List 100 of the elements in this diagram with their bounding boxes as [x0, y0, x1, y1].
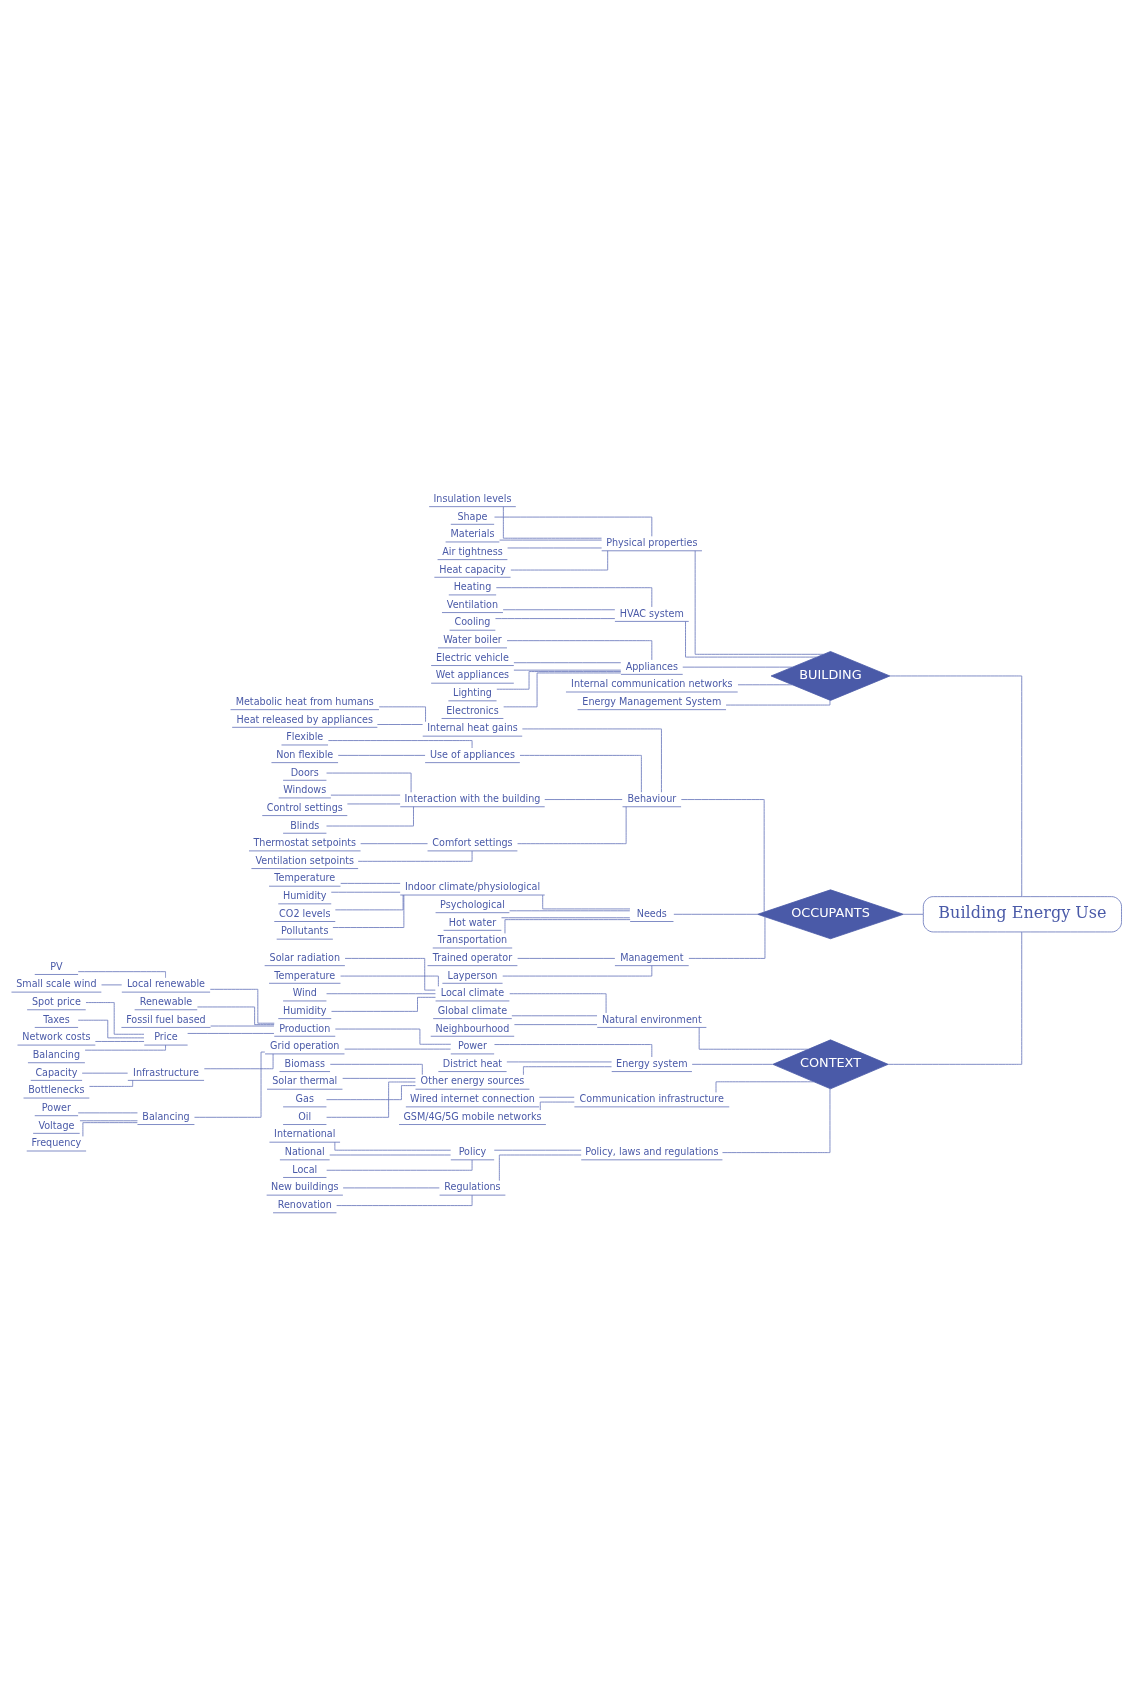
node-text: District heat — [442, 1057, 503, 1069]
connector — [328, 740, 473, 749]
connector — [344, 958, 436, 991]
node-text: Heat released by appliances — [236, 713, 374, 725]
connector — [511, 1015, 598, 1017]
node-text: Control settings — [266, 801, 343, 813]
connector — [342, 1187, 440, 1189]
node-text: Production — [279, 1022, 331, 1034]
connector — [498, 1154, 582, 1181]
node-text: Materials — [450, 528, 495, 540]
node-text: Use of appliances — [430, 748, 515, 760]
node-text: Energy Management System — [582, 695, 722, 707]
connector — [332, 894, 405, 928]
node-text: Transportation — [437, 934, 508, 946]
node-text: Communication infrastructure — [579, 1093, 725, 1105]
node-text: Infrastructure — [133, 1066, 199, 1078]
connector — [510, 550, 609, 571]
node-text: HVAC system — [619, 607, 684, 619]
node-text: Fossil fuel based — [126, 1013, 206, 1025]
node-text: Capacity — [35, 1066, 78, 1078]
connector — [330, 794, 401, 796]
connector — [673, 913, 758, 915]
node-text: Wired internet connection — [410, 1093, 535, 1105]
node-text: Voltage — [38, 1119, 75, 1131]
connector — [334, 1141, 452, 1151]
node-text: Ventilation setpoints — [255, 854, 355, 866]
connector — [539, 1101, 575, 1111]
connector — [82, 1122, 138, 1137]
node-text: Balancing — [32, 1049, 81, 1060]
connector — [337, 755, 426, 756]
node-text: Comfort settings — [432, 837, 513, 849]
node-text: Interaction with the building — [404, 793, 541, 805]
connector — [544, 799, 623, 800]
connector — [903, 913, 924, 915]
connector — [504, 919, 631, 934]
connector — [502, 506, 602, 539]
node-text: Doors — [290, 766, 319, 778]
node-text: Power — [41, 1101, 71, 1113]
node-text: Electric vehicle — [436, 651, 509, 663]
node-text: Trained operator — [432, 951, 513, 963]
node-text: Neighbourhood — [435, 1022, 510, 1034]
connector — [694, 550, 824, 655]
node-text: Power — [457, 1040, 488, 1052]
connector — [502, 609, 616, 611]
node-text: Internal heat gains — [427, 722, 518, 734]
connector — [506, 1061, 612, 1063]
node-text: Water boiler — [443, 634, 502, 646]
connector — [77, 1112, 138, 1114]
connector — [334, 1028, 452, 1045]
connector — [101, 984, 123, 986]
connector — [326, 1081, 416, 1118]
node-text: Ventilation — [446, 598, 499, 610]
node-text: Cooling — [454, 616, 491, 628]
connector — [340, 975, 439, 987]
node-text: New buildings — [271, 1181, 339, 1193]
connector — [514, 1024, 598, 1025]
connector — [688, 916, 766, 959]
connector — [519, 755, 642, 793]
connector — [523, 1066, 612, 1076]
node-text: Temperature — [274, 969, 336, 981]
node-text: Local renewable — [126, 978, 205, 990]
node-text: Balancing — [142, 1110, 190, 1122]
node-text: Psychological — [440, 898, 505, 910]
connector — [509, 993, 607, 1014]
connector — [513, 662, 622, 664]
node-text: Gas — [295, 1093, 314, 1105]
node-text: Energy system — [616, 1057, 688, 1069]
connector — [89, 1080, 134, 1087]
connector — [326, 806, 414, 827]
connector — [503, 672, 622, 708]
connector — [77, 971, 166, 979]
connector — [495, 618, 616, 619]
connector — [210, 1025, 275, 1027]
node-text: Bottlenecks — [28, 1084, 85, 1096]
node-box: Building Energy Use — [922, 896, 1122, 933]
connector — [347, 803, 401, 805]
node-text: Pollutants — [281, 925, 329, 937]
node-text: Spot price — [32, 996, 81, 1008]
node-text: Renovation — [277, 1199, 332, 1211]
node-text: CO2 levels — [279, 907, 331, 919]
node-text: Needs — [636, 907, 667, 919]
connector — [493, 1149, 582, 1151]
connector — [336, 1194, 473, 1206]
node-text: Policy — [458, 1146, 487, 1158]
connector — [94, 1041, 145, 1042]
node-text: Non flexible — [276, 748, 334, 760]
node-text: Layperson — [447, 969, 498, 981]
connector — [496, 671, 622, 690]
connector — [737, 684, 793, 686]
node-text: Grid operation — [270, 1040, 340, 1052]
node-diamond: OCCUPANTS — [757, 889, 904, 940]
node-text: Insulation levels — [433, 492, 512, 504]
node-text: Solar thermal — [272, 1075, 338, 1087]
connector — [194, 1051, 266, 1118]
node-text: Global climate — [437, 1004, 508, 1016]
node-text: Internal communication networks — [571, 678, 733, 690]
connector — [329, 1063, 423, 1075]
node-text: Thermostat setpoints — [253, 837, 357, 849]
connector — [502, 965, 653, 977]
node-text: Local climate — [440, 987, 505, 999]
